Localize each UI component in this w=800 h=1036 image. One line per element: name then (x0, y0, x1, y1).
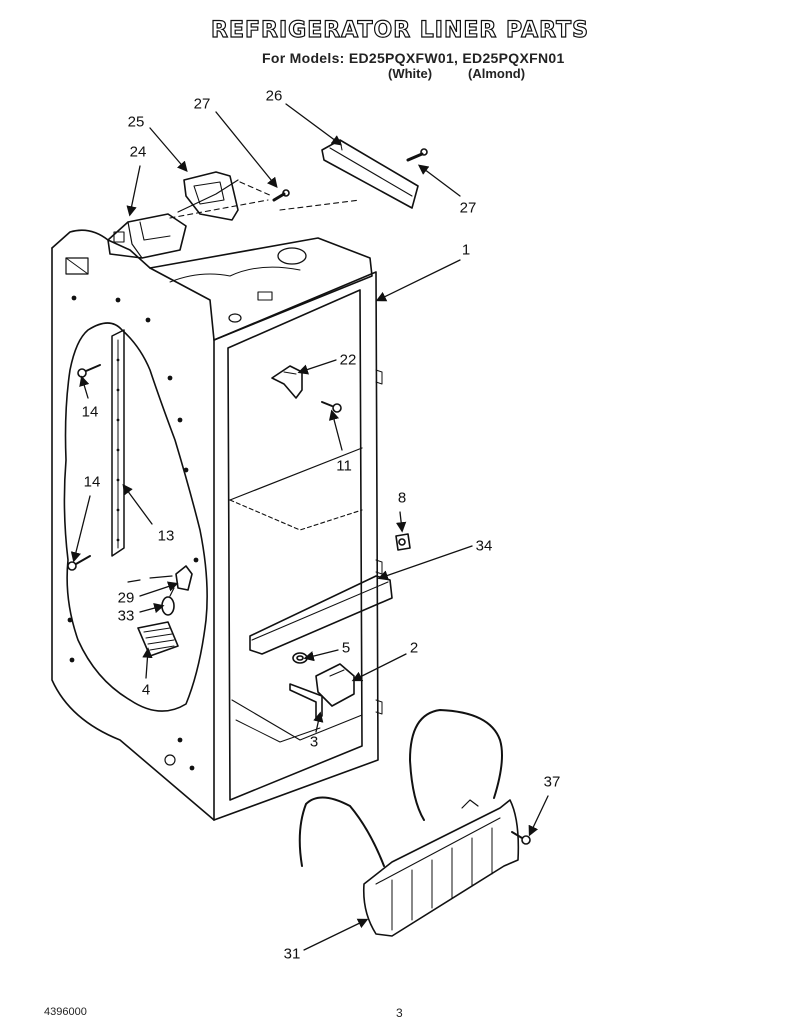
callout-14-upper: 14 (81, 403, 99, 421)
shelf-34 (249, 575, 393, 655)
callout-25: 25 (127, 113, 145, 131)
vertical-rail (111, 329, 125, 557)
callout-31: 31 (283, 945, 301, 963)
callout-1: 1 (461, 241, 471, 259)
cover-26 (321, 139, 419, 209)
callout-27-right: 27 (459, 199, 477, 217)
document-number: 4396000 (44, 1006, 87, 1018)
screw-27-right (406, 148, 428, 162)
callout-2: 2 (409, 639, 419, 657)
screw-14-lower (67, 555, 91, 571)
alignment-lines (169, 181, 361, 219)
socket-29 (127, 565, 193, 591)
callout-3: 3 (309, 733, 319, 751)
bracket-25 (177, 171, 239, 221)
callout-5: 5 (341, 639, 351, 657)
callout-37: 37 (543, 773, 561, 791)
screw-11 (321, 401, 342, 413)
variant-white: (White) (388, 66, 433, 81)
crisper-drawer-31 (298, 709, 520, 937)
callout-26: 26 (265, 87, 283, 105)
screw-37 (511, 831, 531, 845)
callout-8: 8 (397, 489, 407, 507)
callout-22: 22 (339, 351, 357, 369)
callout-27-top: 27 (193, 95, 211, 113)
damper-housing-24 (107, 213, 187, 259)
model-numbers: For Models: ED25PQXFW01, ED25PQXFN01 (262, 50, 565, 66)
page-title: REFRIGERATOR LINER PARTS (210, 17, 589, 43)
liner-box (51, 229, 383, 821)
callout-13: 13 (157, 527, 175, 545)
screw-14-upper (77, 364, 101, 378)
bracket-22 (271, 365, 303, 399)
callout-11: 11 (336, 457, 352, 475)
variant-almond: (Almond) (468, 66, 526, 81)
callout-29: 29 (117, 589, 135, 607)
callout-14-lower: 14 (83, 473, 101, 491)
nut-5 (292, 652, 308, 664)
callout-33: 33 (117, 607, 135, 625)
screw-27-left (272, 189, 290, 202)
bracket-2 (315, 663, 355, 707)
callout-4: 4 (141, 681, 151, 699)
callout-34: 34 (475, 537, 493, 555)
leader-lines (70, 103, 549, 951)
bulb-33 (161, 587, 175, 616)
light-shield-4 (137, 621, 179, 657)
page-number: 3 (396, 1006, 403, 1020)
callout-24: 24 (129, 143, 147, 161)
bumper-8 (395, 533, 411, 551)
